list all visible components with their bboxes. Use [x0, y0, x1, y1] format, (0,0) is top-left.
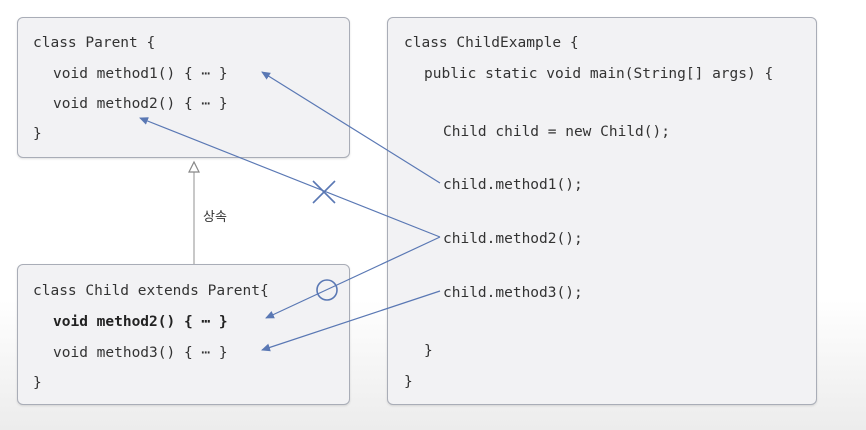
inheritance-arrow-head	[188, 160, 200, 173]
arrow-method2-to-parent-blocked	[139, 117, 441, 238]
example-call-method1: child.method1();	[443, 177, 583, 193]
arrow-method3-to-child	[261, 290, 441, 352]
example-class-closing-brace: }	[404, 374, 413, 390]
parent-closing-brace: }	[33, 126, 42, 142]
child-class-header: class Child extends Parent{	[33, 283, 269, 299]
child-class-box	[17, 264, 350, 405]
child-method2-override: void method2() { ⋯ }	[53, 314, 228, 330]
child-method3: void method3() { ⋯ }	[53, 345, 228, 361]
example-main-closing-brace: }	[424, 343, 433, 359]
arrow-method1-to-parent	[261, 71, 441, 184]
child-example-box	[387, 17, 817, 405]
example-child-instantiation: Child child = new Child();	[443, 124, 670, 140]
child-closing-brace: }	[33, 375, 42, 391]
example-class-header: class ChildExample {	[404, 35, 579, 51]
inheritance-label: 상속	[203, 210, 227, 225]
parent-method1: void method1() { ⋯ }	[53, 66, 228, 82]
parent-class-header: class Parent {	[33, 35, 156, 51]
parent-method2: void method2() { ⋯ }	[53, 96, 228, 112]
allowed-circle-icon	[316, 279, 338, 301]
blocked-x-icon	[312, 180, 336, 204]
example-main-method: public static void main(String[] args) {	[424, 66, 774, 82]
example-call-method2: child.method2();	[443, 231, 583, 247]
arrow-method2-to-child	[265, 236, 441, 319]
parent-class-box	[17, 17, 350, 158]
example-call-method3: child.method3();	[443, 285, 583, 301]
